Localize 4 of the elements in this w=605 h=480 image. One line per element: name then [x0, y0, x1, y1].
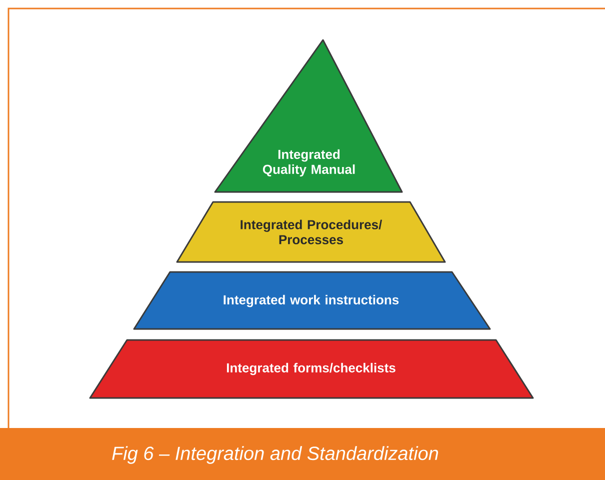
pyramid-top: Integrated Quality Manual: [214, 39, 403, 193]
caption-band: Fig 6 – Integration and Standardization: [0, 428, 605, 480]
pyramid-tier: Integrated forms/checklists: [89, 339, 534, 399]
pyramid-tier: Integrated Procedures/ Processes: [176, 201, 446, 263]
